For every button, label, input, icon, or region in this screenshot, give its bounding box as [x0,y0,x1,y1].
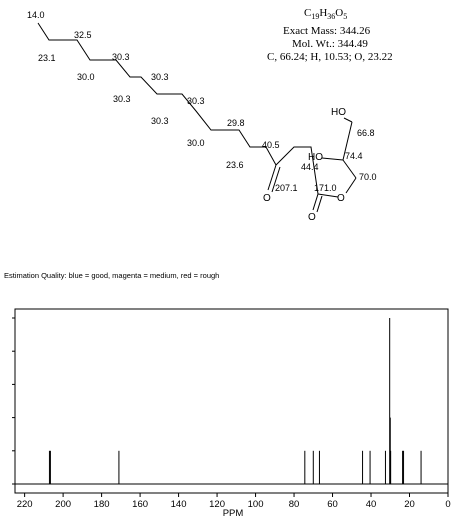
ketone-o-label: O [263,193,271,204]
x-tick-label: 20 [404,499,415,510]
x-tick-label: 100 [248,499,264,510]
oh-top-label: HO [331,107,346,118]
x-tick-label: 60 [327,499,338,510]
molecular-formula: C19H36O5 [304,7,347,21]
spectrum-peaks [48,318,422,484]
plot-frame [14,308,449,494]
shift-labels: 14.0 32.5 23.1 30.3 30.0 30.3 30.3 30.3 … [27,10,377,193]
ester-double-bond-b [316,195,323,213]
formula-block: C19H36O5 Exact Mass: 344.26 Mol. Wt.: 34… [267,7,393,63]
x-tick-label: 200 [55,499,71,510]
shift-label: 44.4 [301,162,319,172]
shift-label: 30.3 [187,96,205,106]
elemental-composition: C, 66.24; H, 10.53; O, 23.22 [267,51,393,63]
shift-label: 30.3 [151,116,169,126]
y-axis-ticks [12,317,15,485]
ester-single-bond [317,193,339,198]
shift-label: 30.3 [112,52,130,62]
ester-carbonyl-o-label: O [308,212,316,223]
x-tick-label: 120 [209,499,225,510]
oh-mid-label: HO [308,152,323,163]
molecular-weight: Mol. Wt.: 344.49 [292,38,368,50]
shift-label: 30.0 [187,138,205,148]
glycerol-oh-top-bond [343,117,353,123]
shift-label: 70.0 [359,172,377,182]
ketone-double-bond-b [271,166,281,193]
shift-label: 30.3 [151,72,169,82]
x-axis-label: PPM [223,508,244,519]
glycerol-bond-1 [342,159,357,179]
shift-label: 23.1 [38,53,56,63]
x-tick-label: 160 [132,499,148,510]
ester-o-ch2-bond [345,177,357,194]
x-tick-label: 220 [17,499,33,510]
shift-label: 29.8 [227,118,245,128]
shift-label: 14.0 [27,10,45,20]
shift-label: 30.3 [113,94,131,104]
x-tick-label: 140 [171,499,187,510]
shift-label: 74.4 [345,151,363,161]
ester-o-label: O [337,193,345,204]
x-tick-label: 40 [366,499,377,510]
glycerol-bond-2 [342,121,353,161]
exact-mass: Exact Mass: 344.26 [283,25,371,37]
ketone-double-bond-a [267,164,277,191]
backbone-to-ester [275,146,319,195]
shift-label: 23.6 [226,160,244,170]
estimation-quality-note: Estimation Quality: blue = good, magenta… [4,271,219,280]
glycerol-oh-mid-bond [321,157,344,161]
molecular-structure [37,22,357,213]
x-tick-label: 80 [289,499,300,510]
shift-label: 171.0 [314,183,337,193]
x-tick-label: 180 [94,499,110,510]
shift-label: 66.8 [357,128,375,138]
shift-label: 207.1 [275,183,298,193]
alkyl-chain-bonds [37,22,277,166]
shift-label: 40.5 [262,140,280,150]
ester-double-bond-a [312,193,319,211]
shift-label: 32.5 [74,30,92,40]
shift-label: 30.0 [77,72,95,82]
x-tick-label: 0 [445,499,450,510]
